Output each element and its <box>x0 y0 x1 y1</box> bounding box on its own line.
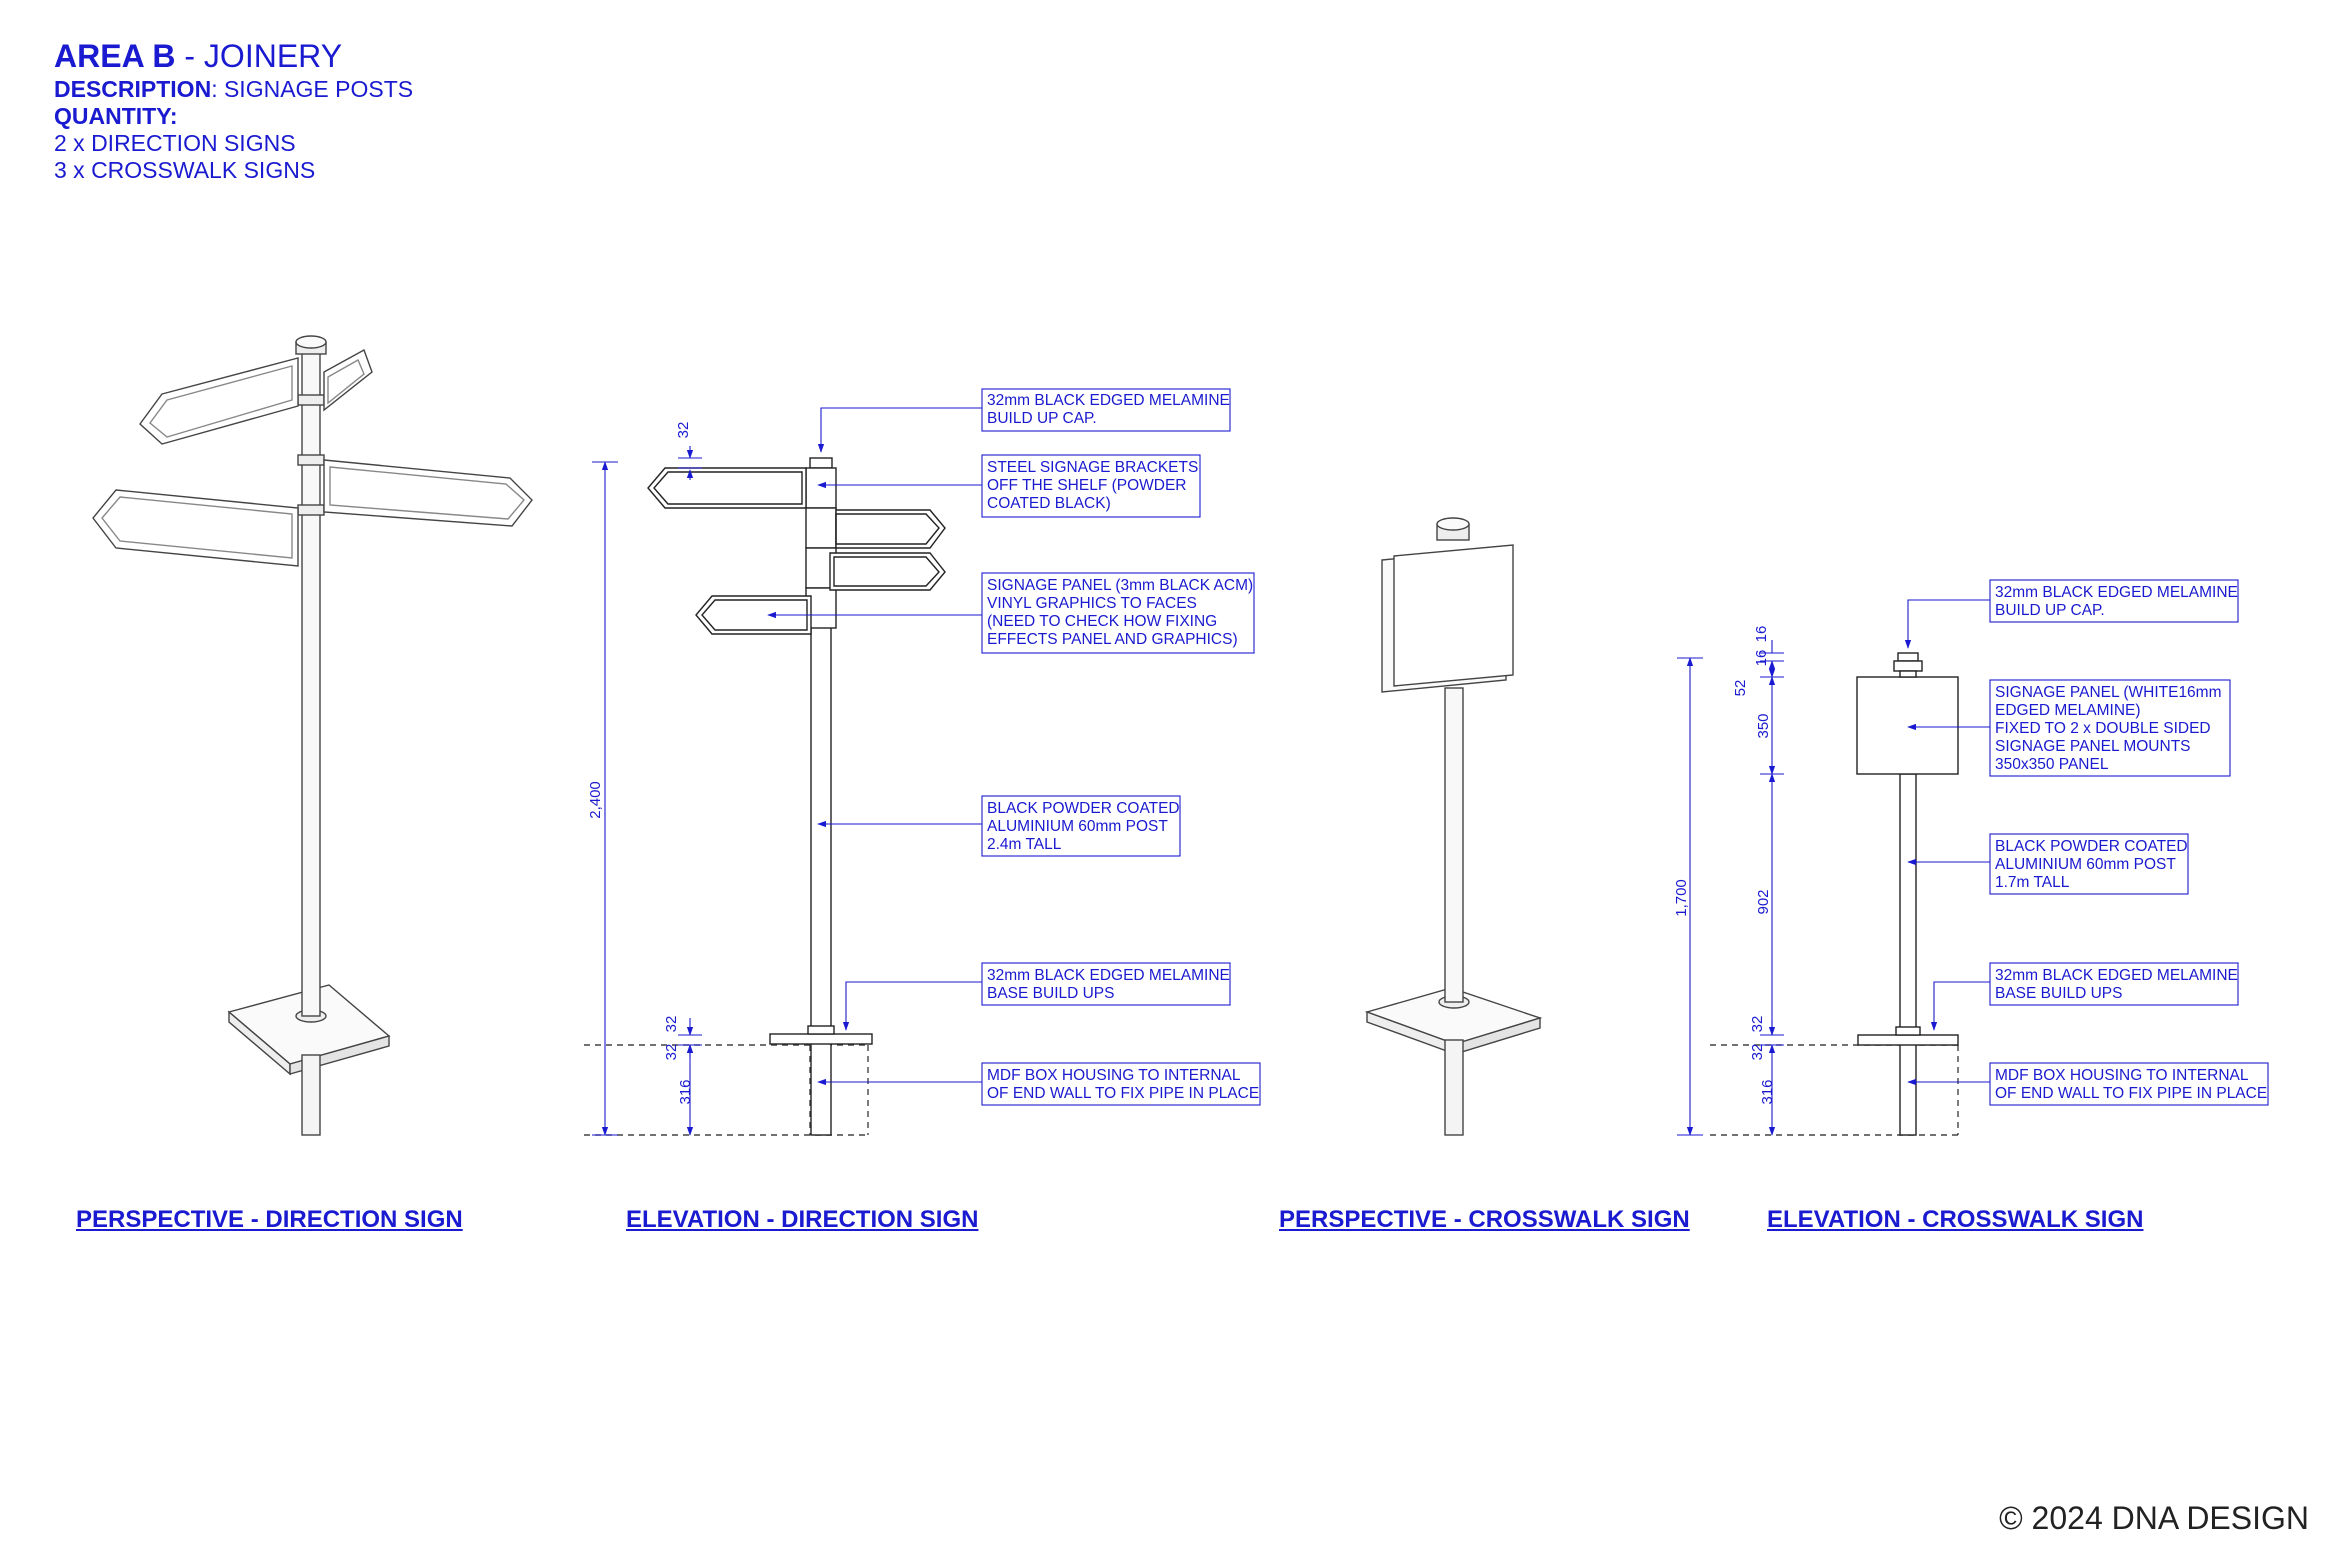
dim-panel: 350 <box>1755 713 1772 738</box>
copyright-notice: © 2024 DNA DESIGN <box>1999 1500 2309 1536</box>
note-brackets-3: COATED BLACK) <box>987 495 1111 512</box>
area-suffix: - JOINERY <box>175 38 343 74</box>
note-panel-2: EDGED MELAMINE) <box>1995 702 2141 719</box>
crosswalk-note-boxes <box>1989 579 2269 1106</box>
top-cap-upper <box>1897 652 1919 662</box>
note-post-1: BLACK POWDER COATED <box>1995 838 2188 855</box>
arrow-panel-4 <box>695 595 812 635</box>
perspective-crosswalk-sign <box>1364 517 1543 1136</box>
dim-overall: 1,700 <box>1673 879 1690 917</box>
quantity-label: QUANTITY: <box>54 102 178 129</box>
dim-post: 902 <box>1755 889 1772 914</box>
perspective-direction-sign <box>92 335 533 1136</box>
crosswalk-dimensions <box>1677 640 1784 1136</box>
note-base-1: 32mm BLACK EDGED MELAMINE <box>1995 967 2238 984</box>
dim-gap: 52 <box>1732 680 1749 697</box>
arrow-panel-lower-left <box>92 489 299 567</box>
note-panel-1: SIGNAGE PANEL (WHITE16mm <box>1995 684 2222 701</box>
area-title: AREA B - JOINERY <box>54 38 413 76</box>
sign-panel <box>1856 676 1959 775</box>
note-mdf-2: OF END WALL TO FIX PIPE IN PLACE <box>987 1085 1259 1102</box>
base-plate <box>769 1033 873 1045</box>
note-panel-5: 350x350 PANEL <box>1995 756 2109 773</box>
ground-dashed-lines <box>584 1044 870 1136</box>
arrow-panel-1 <box>647 467 807 509</box>
dim-embed: 316 <box>677 1079 694 1104</box>
quantity-line-2: 3 x CROSSWALK SIGNS <box>54 157 316 184</box>
description-label: DESCRIPTION <box>54 75 212 102</box>
top-cap <box>809 457 833 469</box>
dim-cap-top: 16 <box>1753 626 1770 643</box>
note-cap-2: BUILD UP CAP. <box>1995 602 2105 619</box>
embedded-pipe <box>301 1054 321 1136</box>
arrow-panel-upper-left <box>139 357 299 445</box>
view-title-perspective-crosswalk: PERSPECTIVE - CROSSWALK SIGN <box>1279 1206 1690 1233</box>
direction-notes: 32mm BLACK EDGED MELAMINE BUILD UP CAP. … <box>987 392 1259 1102</box>
embedded-pipe <box>1444 1039 1464 1136</box>
arrow-panel-3 <box>829 552 946 591</box>
direction-dimension-labels: 2,400 32 32 32 316 <box>587 422 694 1105</box>
note-cap-1: 32mm BLACK EDGED MELAMINE <box>1995 584 2238 601</box>
dim-base-bottom: 32 <box>1749 1044 1766 1061</box>
base-plate <box>1364 987 1543 1055</box>
direction-note-boxes <box>981 388 1261 1106</box>
arrow-panel-mid-right <box>323 459 533 527</box>
note-post-2: ALUMINIUM 60mm POST <box>987 818 1168 835</box>
direction-leaders <box>767 407 982 1086</box>
dim-cap-mid: 16 <box>1753 650 1770 667</box>
crosswalk-dimension-labels: 1,700 16 16 52 350 902 32 32 316 <box>1673 626 1776 1105</box>
note-panel-3: FIXED TO 2 x DOUBLE SIDED <box>1995 720 2211 737</box>
note-mdf-1: MDF BOX HOUSING TO INTERNAL <box>987 1067 1241 1084</box>
description-line: DESCRIPTION: SIGNAGE POSTS <box>54 76 413 103</box>
note-mdf-1: MDF BOX HOUSING TO INTERNAL <box>1995 1067 2249 1084</box>
dim-base-top: 32 <box>1749 1016 1766 1033</box>
view-title-elevation-direction: ELEVATION - DIRECTION SIGN <box>626 1206 979 1233</box>
dim-cap: 32 <box>675 422 692 439</box>
post <box>1899 773 1917 1136</box>
note-brackets-1: STEEL SIGNAGE BRACKETS <box>987 459 1198 476</box>
note-post-1: BLACK POWDER COATED <box>987 800 1180 817</box>
note-panel-4: EFFECTS PANEL AND GRAPHICS) <box>987 631 1238 648</box>
arrow-panel-upper-right <box>323 348 373 412</box>
crosswalk-notes: 32mm BLACK EDGED MELAMINE BUILD UP CAP. … <box>1995 584 2267 1102</box>
elevation-crosswalk-sign <box>1710 652 1960 1136</box>
view-title-elevation-crosswalk: ELEVATION - CROSSWALK SIGN <box>1767 1206 2144 1233</box>
dim-overall: 2,400 <box>587 781 604 819</box>
title-block: AREA B - JOINERY DESCRIPTION: SIGNAGE PO… <box>54 38 413 184</box>
sign-panel <box>1381 544 1514 693</box>
description-value: : SIGNAGE POSTS <box>211 75 414 102</box>
note-base-1: 32mm BLACK EDGED MELAMINE <box>987 967 1230 984</box>
quantity-line-1: 2 x DIRECTION SIGNS <box>54 130 296 156</box>
note-panel-2: VINYL GRAPHICS TO FACES <box>987 595 1197 612</box>
note-cap-1: 32mm BLACK EDGED MELAMINE <box>987 392 1230 409</box>
dim-embed: 316 <box>1759 1079 1776 1104</box>
top-cap-lower <box>1893 660 1923 672</box>
note-post-3: 2.4m TALL <box>987 836 1062 853</box>
view-title-perspective-direction: PERSPECTIVE - DIRECTION SIGN <box>76 1206 463 1233</box>
note-base-2: BASE BUILD UPS <box>1995 985 2123 1002</box>
note-mdf-2: OF END WALL TO FIX PIPE IN PLACE <box>1995 1085 2267 1102</box>
note-panel-1: SIGNAGE PANEL (3mm BLACK ACM) <box>987 577 1253 594</box>
dim-base-bottom: 32 <box>663 1044 680 1061</box>
note-base-2: BASE BUILD UPS <box>987 985 1115 1002</box>
ground-dashed-lines <box>1710 1044 1960 1136</box>
elevation-direction-sign <box>584 457 946 1136</box>
base-plate <box>1857 1034 1959 1046</box>
direction-dimensions <box>592 446 702 1136</box>
area-label: AREA B <box>54 38 176 74</box>
crosswalk-leaders <box>1904 599 1990 1086</box>
note-panel-3: (NEED TO CHECK HOW FIXING <box>987 613 1217 630</box>
note-post-3: 1.7m TALL <box>1995 874 2070 891</box>
note-cap-2: BUILD UP CAP. <box>987 410 1097 427</box>
note-brackets-2: OFF THE SHELF (POWDER <box>987 477 1187 494</box>
arrow-panel-2 <box>835 509 946 549</box>
note-post-2: ALUMINIUM 60mm POST <box>1995 856 2176 873</box>
post <box>301 349 321 1017</box>
dim-base-top: 32 <box>663 1016 680 1033</box>
post <box>1444 687 1464 1003</box>
note-panel-4: SIGNAGE PANEL MOUNTS <box>1995 738 2191 755</box>
